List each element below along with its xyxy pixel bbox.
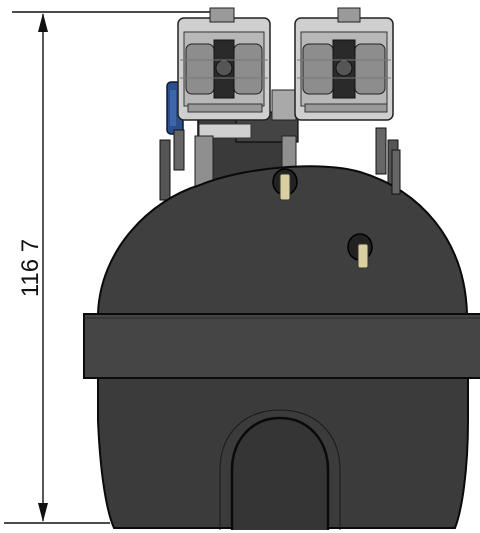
- tank-band: [83, 313, 480, 379]
- pump-icon: [177, 7, 271, 121]
- dimension-arrow-top: [38, 13, 48, 32]
- dimension-arrow-bottom: [38, 503, 48, 522]
- side-fittings: [173, 127, 401, 195]
- height-dimension: [4, 11, 215, 524]
- access-arch: [230, 416, 330, 530]
- valve-icon: [347, 233, 373, 269]
- tank-dome: [96, 165, 469, 315]
- height-label: 116 7: [17, 239, 44, 297]
- pump-icon: [294, 7, 394, 121]
- valve-icon: [272, 168, 298, 201]
